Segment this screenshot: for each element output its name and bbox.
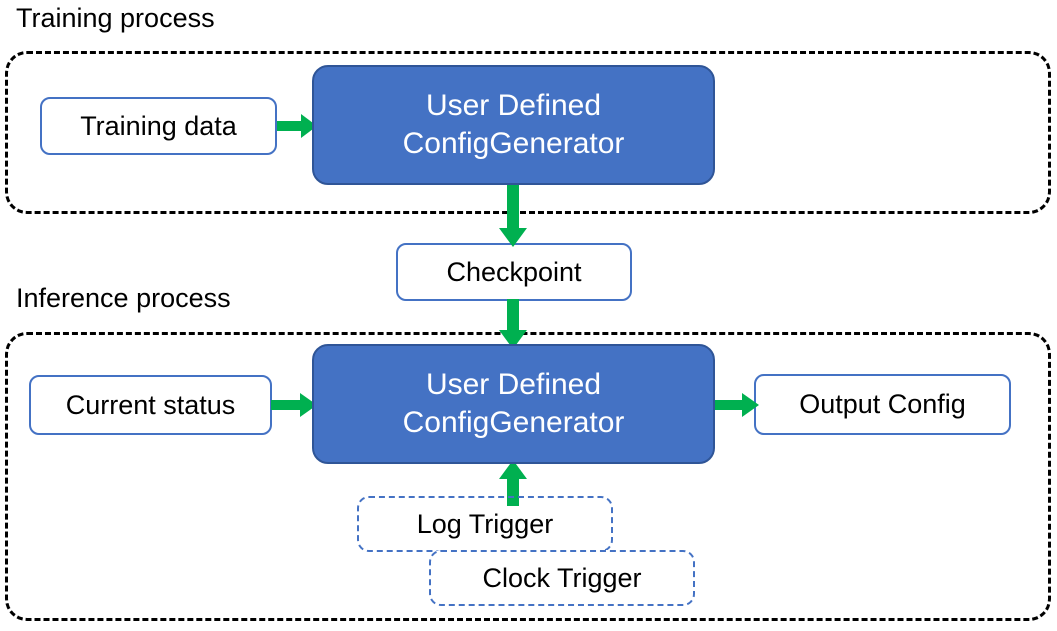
checkpoint-box[interactable]: Checkpoint <box>396 243 632 301</box>
arrow-training-data-to-generator-icon <box>277 112 317 140</box>
training-generator-line1: User Defined <box>425 88 602 122</box>
inference-config-generator-box[interactable]: User Defined ConfigGenerator <box>312 344 715 464</box>
clock-trigger-box[interactable]: Clock Trigger <box>429 550 695 606</box>
training-data-box[interactable]: Training data <box>40 97 277 155</box>
training-config-generator-box[interactable]: User Defined ConfigGenerator <box>312 65 715 185</box>
arrow-generator-to-checkpoint-icon <box>497 183 529 247</box>
training-process-title: Training process <box>16 3 215 33</box>
inference-generator-line2: ConfigGenerator <box>402 406 625 439</box>
arrow-current-status-to-generator-icon <box>271 391 317 419</box>
arrow-trigger-to-generator-icon <box>499 460 527 506</box>
output-config-box[interactable]: Output Config <box>754 374 1011 435</box>
arrow-checkpoint-to-inference-generator-icon <box>497 299 529 349</box>
training-process-container <box>5 51 1051 214</box>
arrow-generator-to-output-config-icon <box>714 391 759 419</box>
inference-process-container <box>5 332 1051 621</box>
inference-generator-line1: User Defined <box>425 367 602 401</box>
training-generator-line2: ConfigGenerator <box>402 127 625 160</box>
current-status-box[interactable]: Current status <box>29 375 272 435</box>
log-trigger-box[interactable]: Log Trigger <box>357 496 613 552</box>
inference-process-title: Inference process <box>16 283 231 313</box>
